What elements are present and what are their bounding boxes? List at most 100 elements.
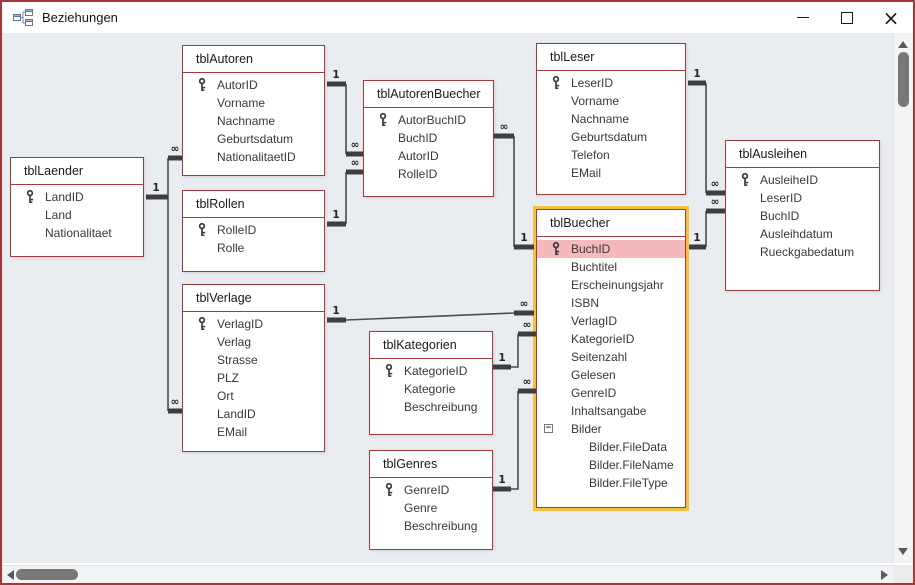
- field-row-Rolle[interactable]: Rolle: [183, 239, 324, 257]
- field-row-EMail[interactable]: EMail: [537, 164, 685, 182]
- table-title-tblGenres[interactable]: tblGenres: [370, 451, 492, 478]
- table-title-tblAusleihen[interactable]: tblAusleihen: [726, 141, 879, 168]
- field-name: LeserID: [571, 76, 614, 90]
- field-row-LeserID[interactable]: LeserID: [726, 189, 879, 207]
- field-row-BuchID[interactable]: BuchID: [364, 129, 493, 147]
- table-title-tblAutorenBuecher[interactable]: tblAutorenBuecher: [364, 81, 493, 108]
- table-title-tblKategorien[interactable]: tblKategorien: [370, 332, 492, 359]
- table-title-tblAutoren[interactable]: tblAutoren: [183, 46, 324, 73]
- horizontal-scrollbar-thumb[interactable]: [16, 569, 78, 580]
- field-row-ISBN[interactable]: ISBN: [537, 294, 685, 312]
- vertical-scrollbar-thumb[interactable]: [898, 52, 909, 107]
- collapse-icon[interactable]: −: [544, 423, 553, 433]
- field-row-RolleID[interactable]: RolleID: [183, 221, 324, 239]
- field-row-AutorID[interactable]: AutorID: [364, 147, 493, 165]
- scroll-left-icon[interactable]: [7, 570, 14, 580]
- field-row-AutorBuchID[interactable]: AutorBuchID: [364, 111, 493, 129]
- field-row-Ort[interactable]: Ort: [183, 387, 324, 405]
- field-row-Bilder[interactable]: −Bilder: [537, 420, 685, 438]
- field-row-Bilder.FileName[interactable]: Bilder.FileName: [537, 456, 685, 474]
- field-row-BuchID[interactable]: BuchID: [537, 240, 685, 258]
- field-name: Ausleihdatum: [760, 227, 833, 241]
- field-row-VerlagID[interactable]: VerlagID: [183, 315, 324, 333]
- field-name: Land: [45, 208, 72, 222]
- primary-key-icon: [552, 242, 560, 255]
- field-row-LandID[interactable]: LandID: [11, 188, 143, 206]
- field-row-EMail[interactable]: EMail: [183, 423, 324, 441]
- table-title-tblLeser[interactable]: tblLeser: [537, 44, 685, 71]
- field-row-Nachname[interactable]: Nachname: [183, 112, 324, 130]
- field-row-Geburtsdatum[interactable]: Geburtsdatum: [183, 130, 324, 148]
- field-row-GenreID[interactable]: GenreID: [370, 481, 492, 499]
- field-row-Gelesen[interactable]: Gelesen: [537, 366, 685, 384]
- close-icon: ×: [882, 5, 900, 30]
- close-button[interactable]: ×: [869, 2, 913, 33]
- scroll-right-icon[interactable]: [881, 570, 888, 580]
- field-row-Beschreibung[interactable]: Beschreibung: [370, 398, 492, 416]
- field-row-Geburtsdatum[interactable]: Geburtsdatum: [537, 128, 685, 146]
- field-row-Vorname[interactable]: Vorname: [183, 94, 324, 112]
- table-title-tblVerlage[interactable]: tblVerlage: [183, 285, 324, 312]
- field-row-Inhaltsangabe[interactable]: Inhaltsangabe: [537, 402, 685, 420]
- field-row-Ausleihdatum[interactable]: Ausleihdatum: [726, 225, 879, 243]
- vertical-scrollbar[interactable]: [893, 33, 913, 563]
- field-name: Rolle: [217, 241, 245, 255]
- field-row-GenreID[interactable]: GenreID: [537, 384, 685, 402]
- field-row-Buchtitel[interactable]: Buchtitel: [537, 258, 685, 276]
- field-row-Strasse[interactable]: Strasse: [183, 351, 324, 369]
- maximize-button[interactable]: [825, 2, 869, 33]
- field-row-Vorname[interactable]: Vorname: [537, 92, 685, 110]
- table-title-tblRollen[interactable]: tblRollen: [183, 191, 324, 218]
- field-row-LeserID[interactable]: LeserID: [537, 74, 685, 92]
- table-title-tblLaender[interactable]: tblLaender: [11, 158, 143, 185]
- primary-key-icon: [741, 173, 749, 186]
- horizontal-scrollbar[interactable]: [2, 565, 893, 583]
- field-row-LandID[interactable]: LandID: [183, 405, 324, 423]
- field-row-VerlagID[interactable]: VerlagID: [537, 312, 685, 330]
- field-row-Beschreibung[interactable]: Beschreibung: [370, 517, 492, 535]
- title-bar[interactable]: Beziehungen ×: [2, 2, 913, 33]
- field-row-PLZ[interactable]: PLZ: [183, 369, 324, 387]
- field-row-Kategorie[interactable]: Kategorie: [370, 380, 492, 398]
- field-name: Kategorie: [404, 382, 456, 396]
- field-row-Erscheinungsjahr[interactable]: Erscheinungsjahr: [537, 276, 685, 294]
- field-row-AutorID[interactable]: AutorID: [183, 76, 324, 94]
- field-row-Genre[interactable]: Genre: [370, 499, 492, 517]
- field-row-Telefon[interactable]: Telefon: [537, 146, 685, 164]
- primary-key-icon: [385, 483, 393, 496]
- field-name: KategorieID: [571, 332, 635, 346]
- field-row-KategorieID[interactable]: KategorieID: [370, 362, 492, 380]
- field-row-Nationalitaet[interactable]: Nationalitaet: [11, 224, 143, 242]
- field-name: Nachname: [217, 114, 276, 128]
- minimize-button[interactable]: [781, 2, 825, 33]
- field-row-Seitenzahl[interactable]: Seitenzahl: [537, 348, 685, 366]
- field-row-RolleID[interactable]: RolleID: [364, 165, 493, 183]
- field-row-KategorieID[interactable]: KategorieID: [537, 330, 685, 348]
- field-name: GenreID: [571, 386, 617, 400]
- field-row-Land[interactable]: Land: [11, 206, 143, 224]
- field-row-Bilder.FileType[interactable]: Bilder.FileType: [537, 474, 685, 492]
- table-title-tblBuecher[interactable]: tblBuecher: [537, 210, 685, 237]
- scroll-down-icon[interactable]: [898, 548, 908, 555]
- field-row-AusleiheID[interactable]: AusleiheID: [726, 171, 879, 189]
- field-row-Verlag[interactable]: Verlag: [183, 333, 324, 351]
- primary-key-icon: [198, 223, 206, 236]
- field-row-Rueckgabedatum[interactable]: Rueckgabedatum: [726, 243, 879, 261]
- field-row-NationalitaetID[interactable]: NationalitaetID: [183, 148, 324, 166]
- field-row-Nachname[interactable]: Nachname: [537, 110, 685, 128]
- field-row-BuchID[interactable]: BuchID: [726, 207, 879, 225]
- scroll-up-icon[interactable]: [898, 41, 908, 48]
- field-row-Bilder.FileData[interactable]: Bilder.FileData: [537, 438, 685, 456]
